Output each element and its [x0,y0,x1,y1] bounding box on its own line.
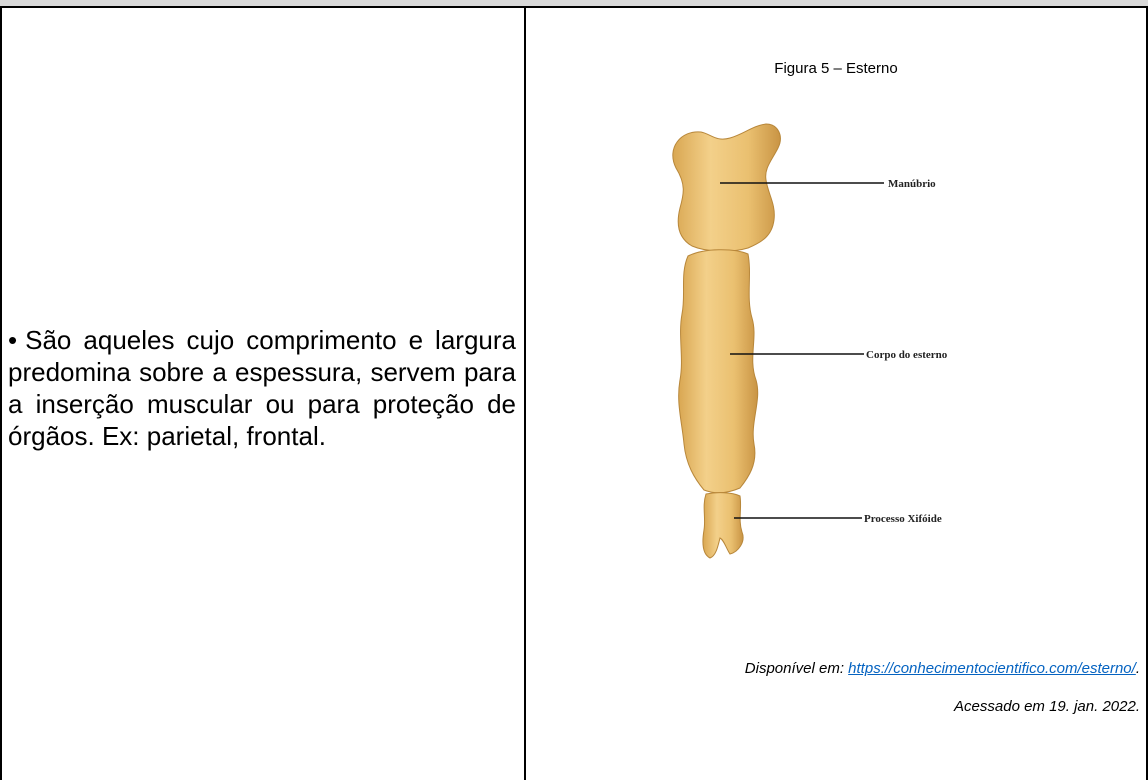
source-line: Disponível em: https://conhecimentocient… [745,660,1140,677]
table-header-band [0,0,1148,8]
source-suffix: . [1136,660,1140,677]
label-processo-xifoide: Processo Xifóide [864,513,942,525]
left-cell: •São aqueles cujo comprimento e largura … [8,8,516,780]
access-date: Acessado em 19. jan. 2022. [954,698,1140,715]
label-manubrio: Manúbrio [888,178,936,190]
sternum-body-shape [679,250,758,493]
sternum-figure: Manúbrio Corpo do esterno Processo Xifói… [526,8,1146,648]
xiphoid-shape [703,493,743,558]
source-prefix: Disponível em: [745,660,848,677]
bullet-icon: • [8,325,17,355]
description-text: São aqueles cujo comprimento e largura p… [8,325,516,451]
manubrium-shape [673,124,781,251]
description-paragraph: •São aqueles cujo comprimento e largura … [8,324,516,452]
label-corpo-esterno: Corpo do esterno [866,349,948,361]
source-link[interactable]: https://conhecimentocientifico.com/ester… [848,660,1136,677]
right-cell: Figura 5 – Esterno Manúbrio Corpo do est… [526,8,1146,780]
